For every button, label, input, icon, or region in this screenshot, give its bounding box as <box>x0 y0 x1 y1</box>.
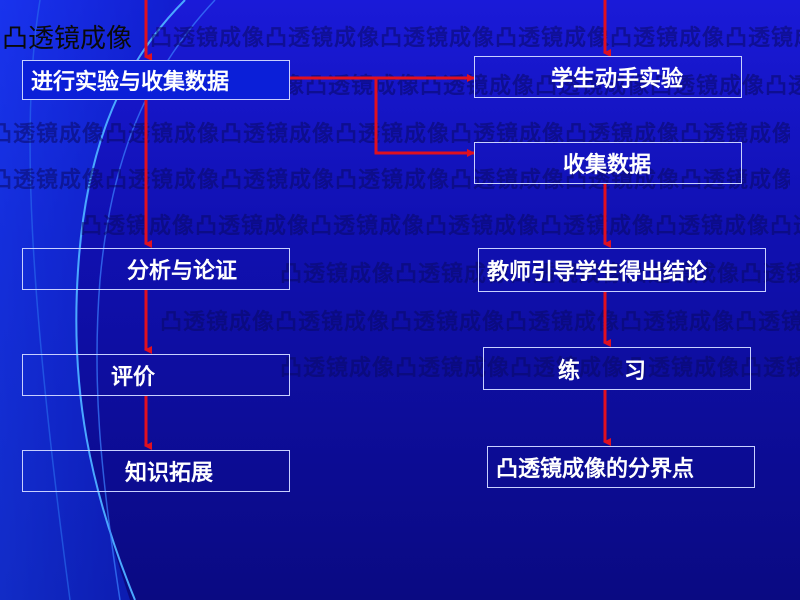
step-evaluation: 评价 <box>22 354 290 396</box>
step-label: 进行实验与收集数据 <box>31 70 230 95</box>
step-label: 知识拓展 <box>125 461 214 486</box>
step-conclusion: 教师引导学生得出结论 <box>478 248 766 292</box>
slide-title: 凸透镜成像 <box>2 24 133 54</box>
step-label: 收集数据 <box>563 153 652 178</box>
step-label: 分析与论证 <box>127 259 238 284</box>
step-hands-on: 学生动手实验 <box>474 56 742 98</box>
step-label: 教师引导学生得出结论 <box>487 260 708 285</box>
step-experiment: 进行实验与收集数据 <box>22 60 290 100</box>
step-label: 凸透镜成像的分界点 <box>496 457 695 482</box>
step-collect: 收集数据 <box>474 142 742 184</box>
step-label: 练 习 <box>558 358 647 384</box>
step-boundary: 凸透镜成像的分界点 <box>487 446 755 488</box>
step-practice: 练 习 <box>483 347 751 390</box>
step-label: 评价 <box>111 365 156 390</box>
step-extension: 知识拓展 <box>22 450 290 492</box>
step-analysis: 分析与论证 <box>22 248 290 290</box>
step-label: 学生动手实验 <box>551 67 684 92</box>
arrow-to-collect <box>374 78 475 157</box>
